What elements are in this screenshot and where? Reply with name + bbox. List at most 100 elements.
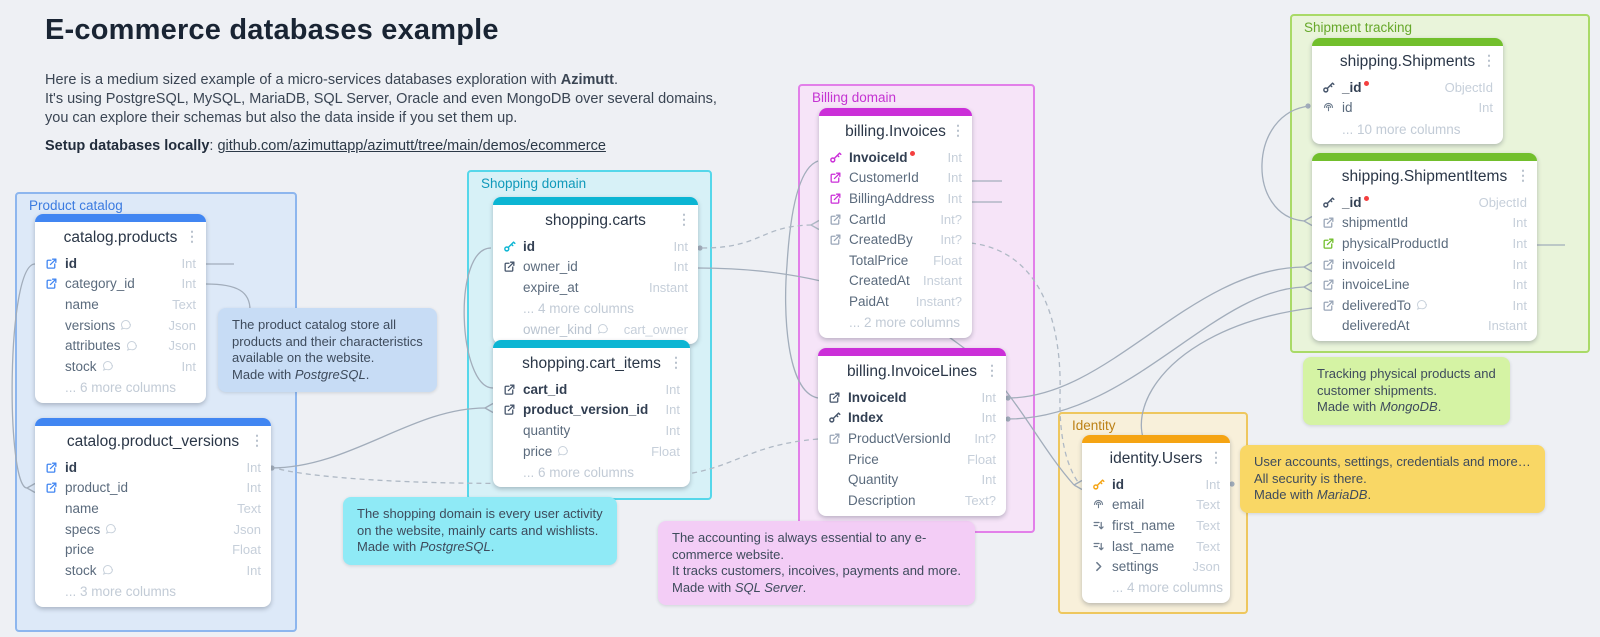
comment-icon[interactable] [105,523,117,535]
more-columns[interactable]: ... 4 more columns [523,301,635,317]
comment-icon[interactable] [120,319,132,331]
column-name: _id [1342,194,1362,210]
note-identity[interactable]: User accounts, settings, credentials and… [1240,445,1545,513]
note-shopping[interactable]: The shopping domain is every user activi… [343,497,617,565]
kebab-menu-icon[interactable]: ⋮ [1482,52,1496,69]
index-icon [1092,539,1106,553]
column-name: settings [1112,559,1159,575]
more-columns[interactable]: ... 3 more columns [65,584,177,600]
kebab-menu-icon[interactable]: ⋮ [250,432,264,449]
comment-icon[interactable] [102,564,114,576]
comment-icon[interactable] [126,340,138,352]
icon-spacer [503,322,517,336]
comment-icon[interactable] [102,360,114,372]
more-columns[interactable]: ... 6 more columns [65,380,177,396]
column-type: Int [1205,476,1220,492]
more-columns[interactable]: ... 6 more columns [523,464,635,480]
column-name: shipmentId [1342,215,1409,231]
foreign-key-icon [829,212,843,226]
kebab-menu-icon[interactable]: ⋮ [677,211,691,228]
comment-icon[interactable] [557,445,569,457]
comment-icon[interactable] [1416,299,1428,311]
comment-icon[interactable] [597,323,609,335]
column-type: Text [1196,538,1220,554]
kebab-menu-icon[interactable]: ⋮ [1209,449,1223,466]
more-columns[interactable]: ... 10 more columns [1342,121,1461,137]
note-billing[interactable]: The accounting is always essential to an… [658,521,975,605]
more-columns[interactable]: ... 4 more columns [1112,580,1224,596]
column-name: id [523,238,535,254]
kebab-menu-icon[interactable]: ⋮ [985,362,999,379]
kebab-menu-icon[interactable]: ⋮ [1516,167,1530,184]
note-product-catalog[interactable]: The product catalog store all products a… [218,308,437,392]
kebab-menu-icon[interactable]: ⋮ [185,228,199,245]
note-shipment[interactable]: Tracking physical products and customer … [1303,357,1510,425]
kebab-menu-icon[interactable]: ⋮ [669,354,683,371]
column-name: quantity [523,422,571,438]
setup-repo-link[interactable]: github.com/azimuttapp/azimutt/tree/main/… [217,138,606,154]
table-accent-bar [35,418,271,426]
tech-name: MongoDB [1379,399,1438,414]
more-columns[interactable]: ... 2 more columns [849,315,961,331]
kebab-menu-icon[interactable]: ⋮ [951,122,965,139]
